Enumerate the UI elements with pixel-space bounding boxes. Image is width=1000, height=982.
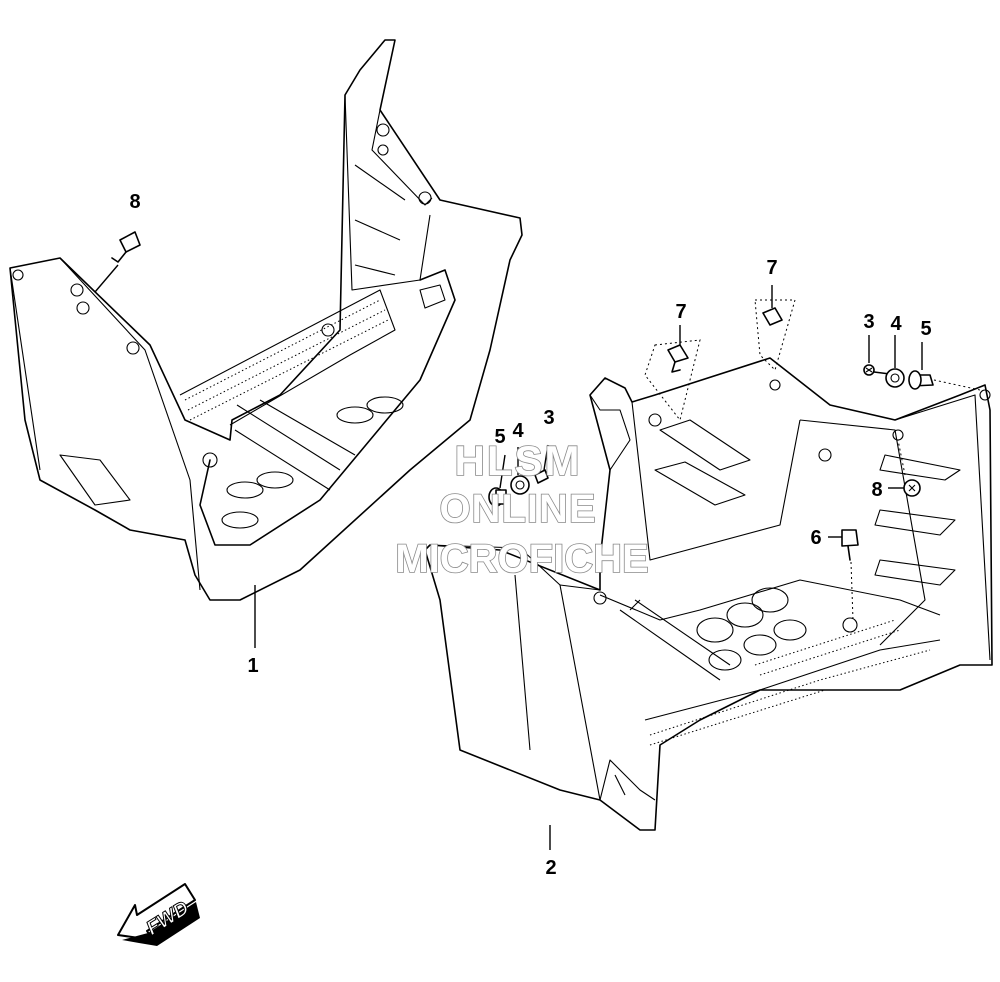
callout-4-right: 4 (890, 313, 902, 335)
callout-4-left: 4 (512, 420, 524, 442)
callout-5-right: 5 (920, 318, 931, 340)
callout-8-right: 8 (871, 479, 882, 501)
callout-8-left: 8 (129, 191, 140, 213)
watermark-line-3: MICROFICHE (395, 537, 648, 581)
right-bolt-6 (828, 529, 859, 621)
right-clip-7b (754, 285, 796, 371)
callout-6-right: 6 (810, 527, 821, 549)
callout-5-left: 5 (494, 426, 505, 448)
right-screw-8 (888, 439, 921, 497)
watermark-line-1: HLSM (455, 437, 582, 484)
right-footrest (424, 357, 993, 831)
left-fasteners (488, 444, 549, 507)
left-footrest (9, 39, 523, 601)
right-fasteners (863, 335, 981, 391)
callout-7-b: 7 (766, 257, 777, 279)
watermark: HLSM ONLINE MICROFICHE (395, 436, 650, 582)
watermark-line-2: ONLINE (439, 487, 596, 531)
left-screw-8 (94, 231, 141, 293)
fwd-arrow: FWD (117, 883, 200, 946)
callout-3-right: 3 (863, 311, 874, 333)
right-clip-7a (644, 325, 701, 422)
part-label-1: 1 (247, 655, 258, 677)
part-label-2: 2 (545, 857, 556, 879)
callout-7-a: 7 (675, 301, 686, 323)
callout-3-left: 3 (543, 407, 554, 429)
